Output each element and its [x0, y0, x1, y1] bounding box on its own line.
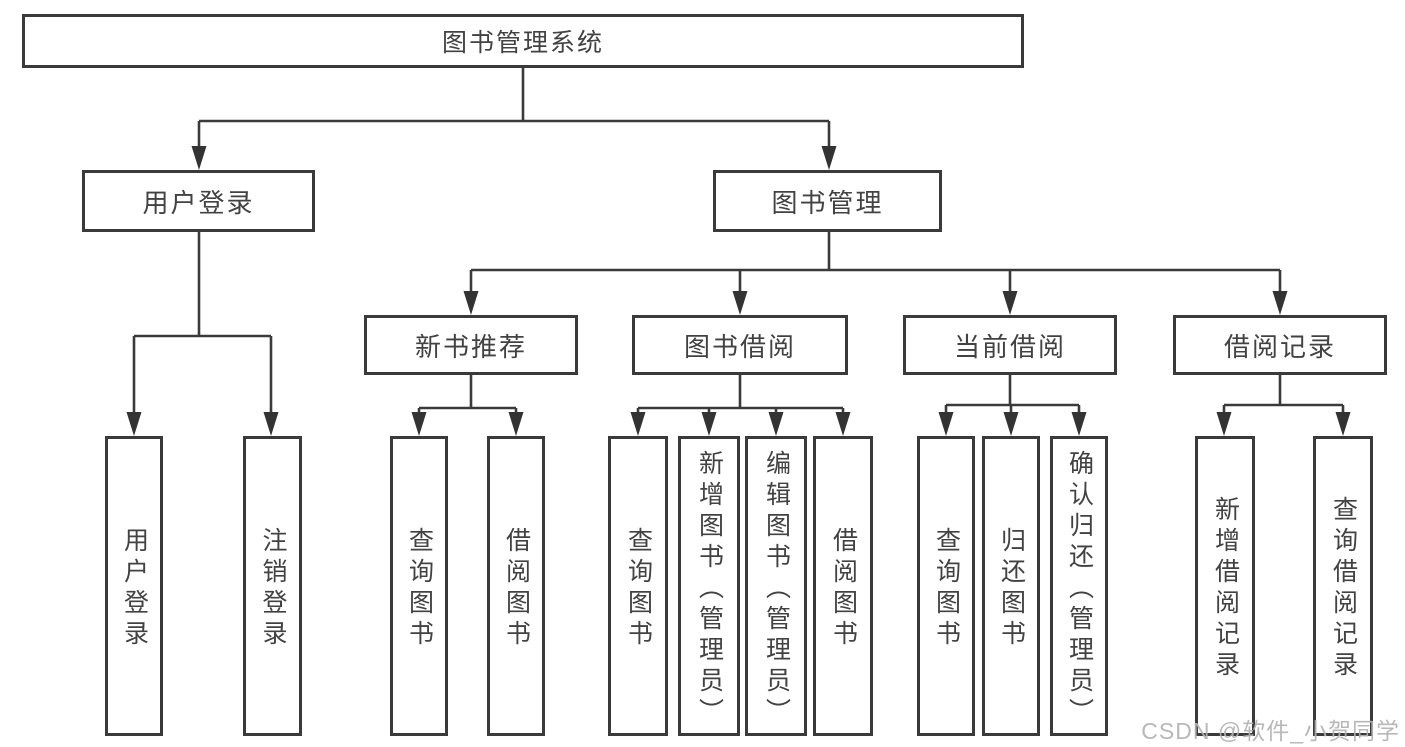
- leaf-logout: 注销登录: [243, 436, 302, 736]
- leaf-confirm-return-admin: 确认归还（管理员）: [1050, 436, 1108, 736]
- leaf-return-books: 归还图书: [982, 436, 1040, 736]
- leaf-query-books: 查询图书: [390, 436, 448, 736]
- csdn-watermark: CSDN @软件_小贺同学: [1141, 718, 1400, 744]
- node-borrow-records: 借阅记录: [1173, 315, 1387, 375]
- leaf-cb-query-books: 查询图书: [917, 436, 975, 736]
- leaf-add-borrow-record: 新增借阅记录: [1195, 436, 1255, 736]
- leaf-bb-query-books: 查询图书: [608, 436, 668, 736]
- node-library-management-system: 图书管理系统: [22, 14, 1024, 68]
- leaf-edit-books-admin: 编辑图书（管理员）: [745, 436, 807, 736]
- node-user-login: 用户登录: [82, 170, 315, 232]
- node-book-borrow: 图书借阅: [632, 315, 848, 375]
- leaf-bb-borrow-books: 借阅图书: [813, 436, 873, 736]
- node-current-borrow: 当前借阅: [903, 315, 1117, 375]
- leaf-add-books-admin: 新增图书（管理员）: [678, 436, 740, 736]
- leaf-user-login: 用户登录: [105, 436, 163, 736]
- leaf-borrow-books: 借阅图书: [487, 436, 545, 736]
- node-new-book-recommend: 新书推荐: [364, 315, 578, 375]
- leaf-query-borrow-record: 查询借阅记录: [1313, 436, 1373, 736]
- node-book-management: 图书管理: [713, 170, 942, 232]
